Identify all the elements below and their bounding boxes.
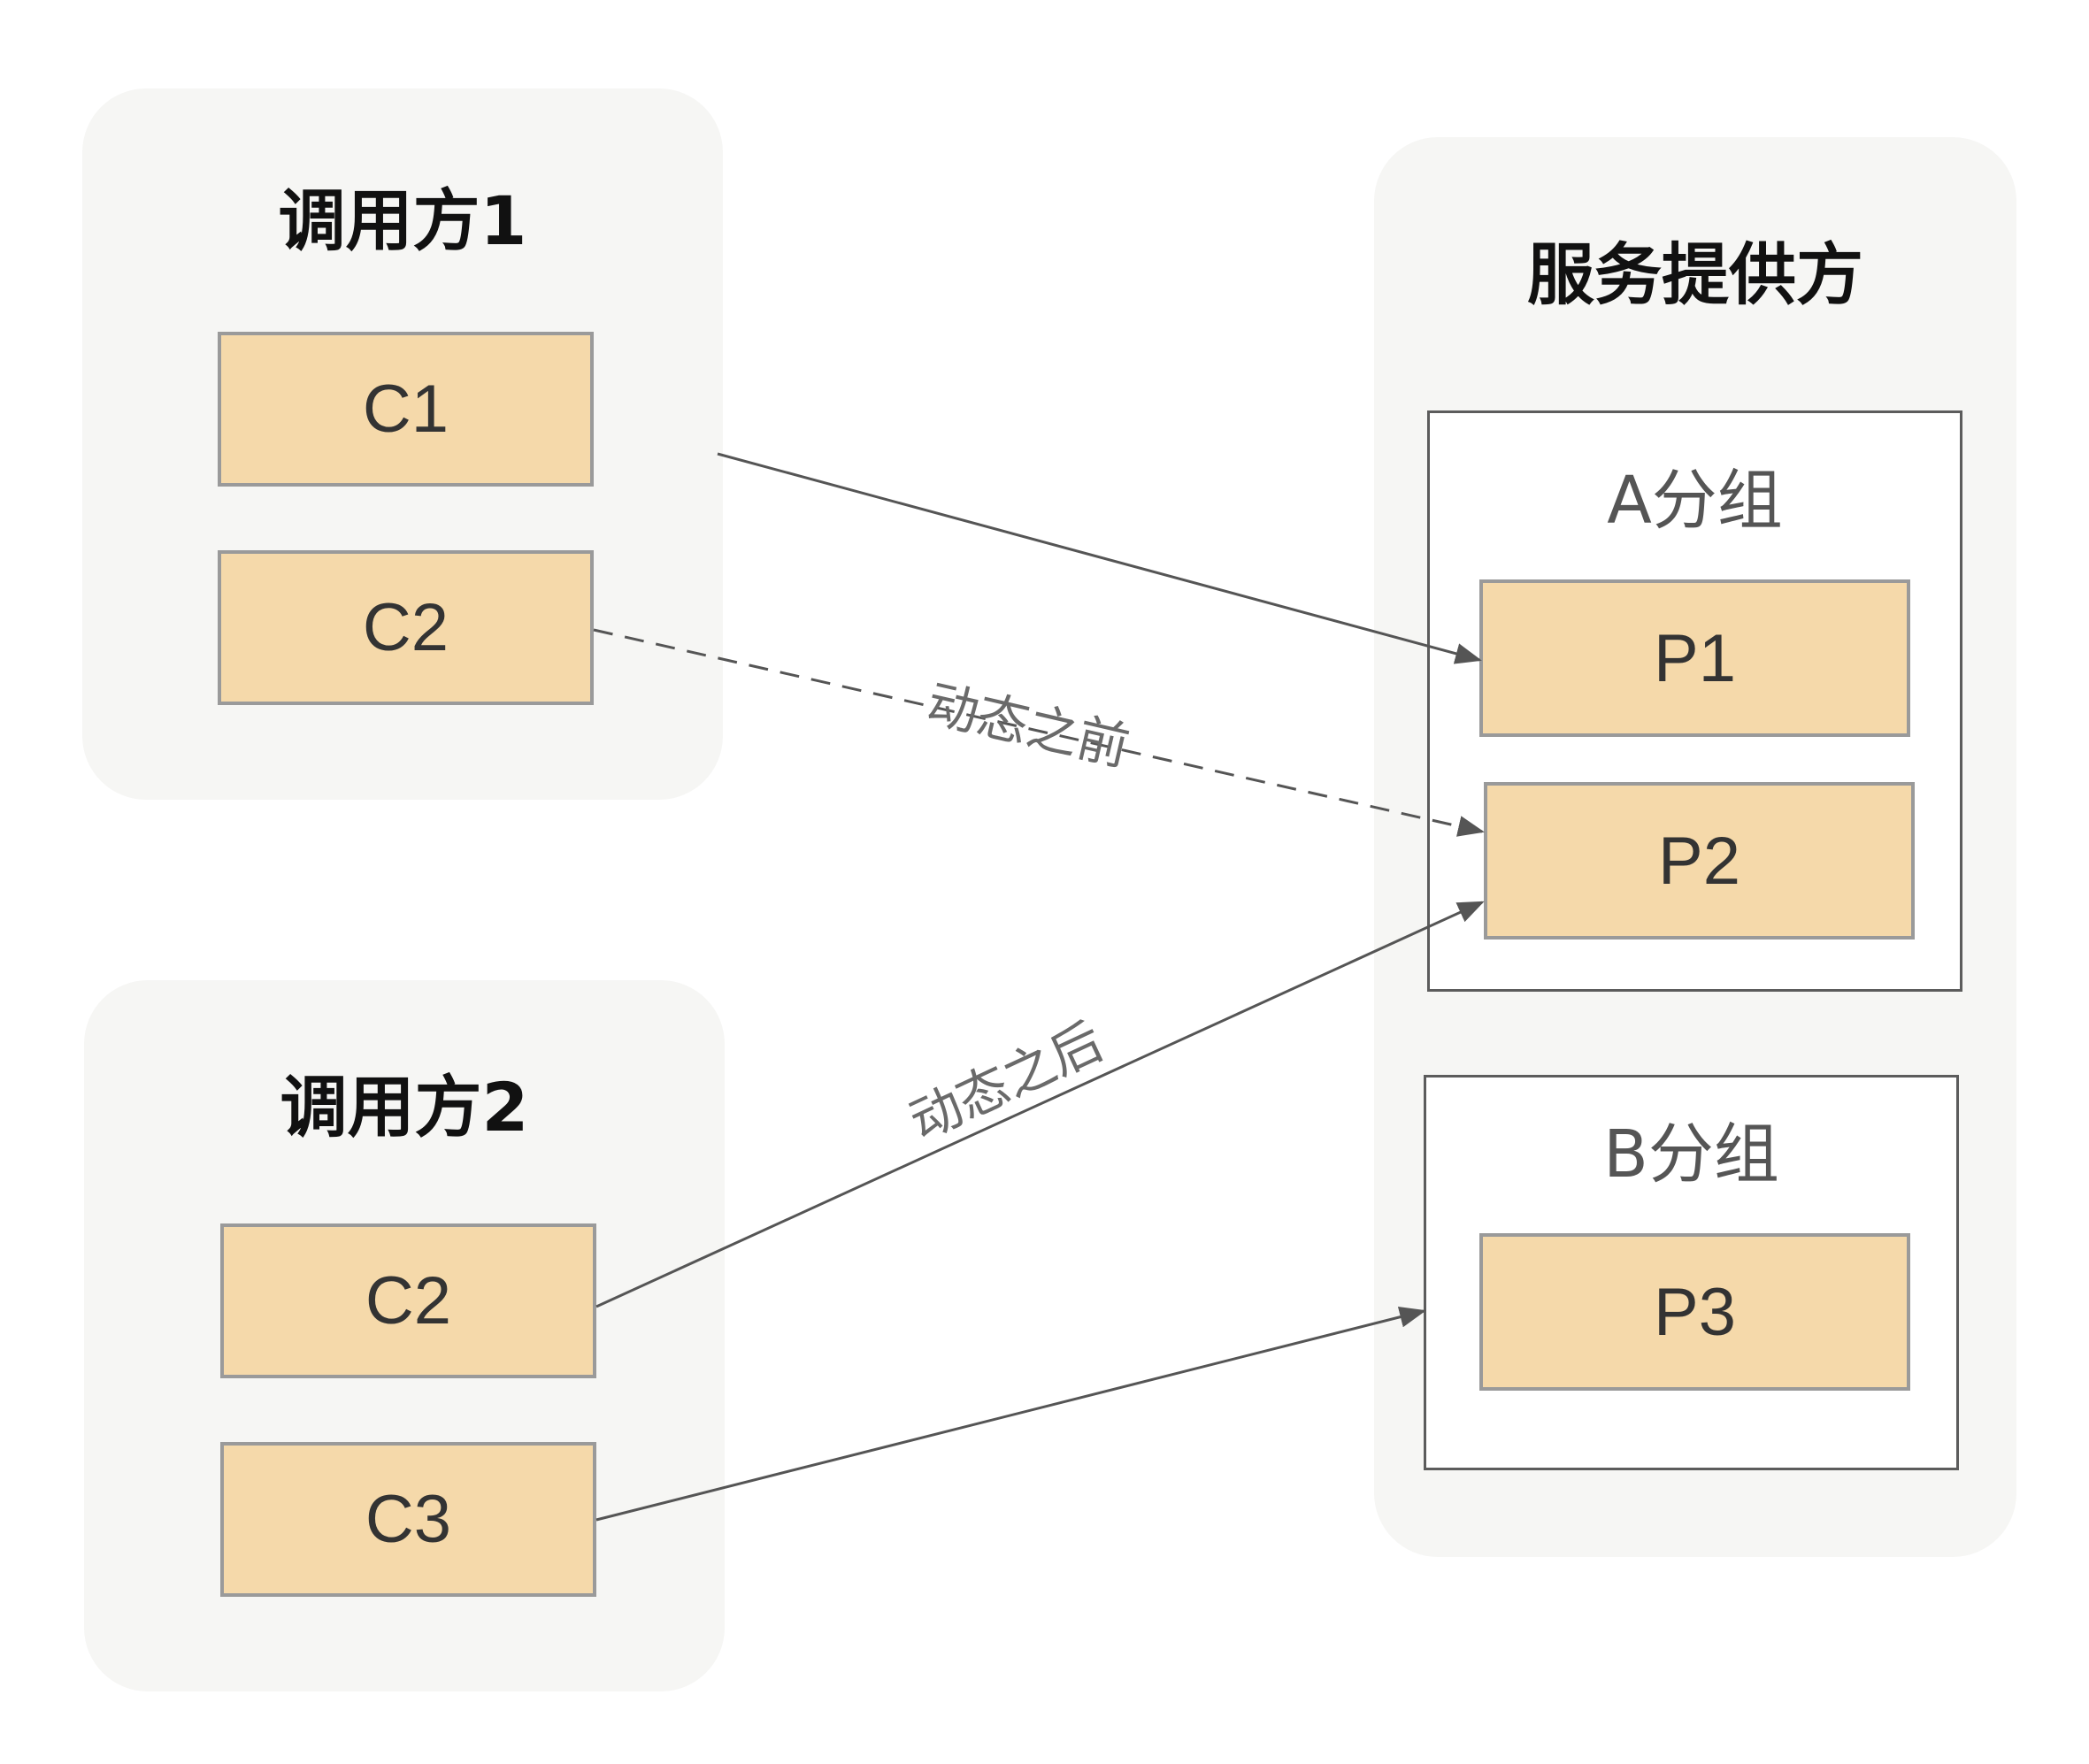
caller-2-title: 调用方2: [280, 1068, 529, 1147]
edge-c3-to-p3: [595, 1306, 1426, 1522]
edge-c2-to-p2-after: [595, 901, 1485, 1308]
group-b-title: B分组: [1603, 1116, 1779, 1193]
caller-2-node-c3: C3: [220, 1442, 596, 1597]
group-a-title: A分组: [1607, 463, 1783, 539]
caller-1-node-c1: C1: [218, 332, 594, 487]
group-b-node-p3: P3: [1479, 1233, 1910, 1391]
provider-title: 服务提供方: [1527, 235, 1863, 314]
caller-2-node-c2: C2: [220, 1223, 596, 1378]
caller-2-panel: 调用方2: [84, 980, 725, 1691]
caller-1-title: 调用方1: [278, 181, 527, 260]
group-a-node-p1: P1: [1479, 579, 1910, 737]
edge-c2-to-p2-before: [593, 628, 1485, 837]
caller-1-node-c2: C2: [218, 550, 594, 705]
group-a-node-p2: P2: [1484, 782, 1915, 940]
edge-c1-to-p1: [717, 452, 1482, 664]
